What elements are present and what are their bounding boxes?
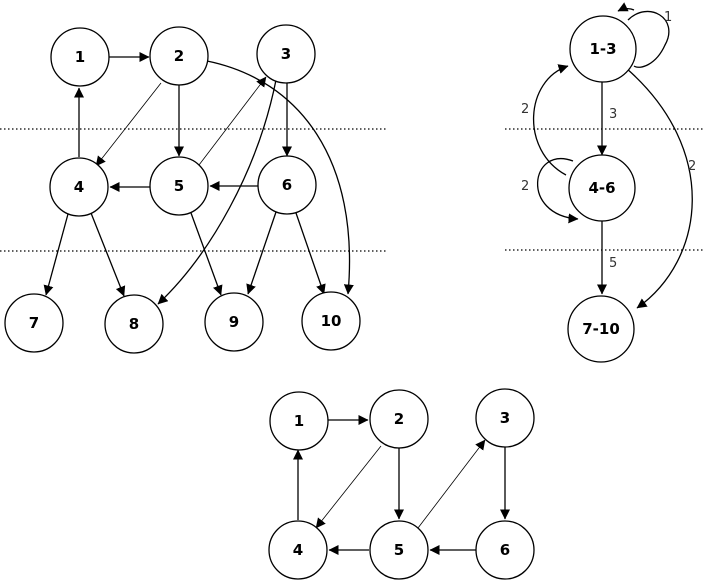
svg-text:1-3: 1-3 — [589, 40, 616, 58]
svg-text:10: 10 — [321, 312, 342, 330]
left-node-4: 4 — [49, 157, 109, 217]
right-node-1-3: 1-3 — [569, 15, 637, 83]
svg-text:6: 6 — [282, 176, 292, 194]
svg-text:2: 2 — [174, 47, 184, 65]
left-edge-2-4 — [95, 82, 162, 167]
right-node-4-6: 4-6 — [568, 154, 636, 222]
left-node-1: 1 — [50, 27, 110, 87]
left-node-8: 8 — [104, 294, 164, 354]
bottom-graph-nodes: 1 2 3 4 5 6 — [268, 388, 535, 580]
svg-text:8: 8 — [129, 315, 139, 333]
right-edge-label-4-6-to-7-10: 5 — [609, 256, 617, 271]
left-node-2: 2 — [149, 26, 209, 86]
svg-text:6: 6 — [500, 541, 510, 559]
bottom-node-5: 5 — [369, 520, 429, 580]
right-edge-1-3-to-7-10 — [625, 67, 693, 309]
left-edge-5-3 — [198, 76, 267, 166]
left-edge-6-9 — [246, 211, 277, 295]
right-graph-edge-labels: 1 3 2 2 2 5 — [521, 10, 696, 271]
left-edge-5-9 — [190, 212, 223, 296]
right-edge-label-1-3-to-7-10: 2 — [688, 159, 696, 174]
svg-text:5: 5 — [174, 177, 184, 195]
bottom-node-1: 1 — [269, 391, 329, 451]
right-edge-label-self-4-6: 2 — [521, 179, 529, 194]
svg-text:5: 5 — [394, 541, 404, 559]
svg-text:4-6: 4-6 — [588, 179, 615, 197]
left-graph-edges — [43, 52, 354, 305]
bottom-node-6: 6 — [475, 520, 535, 580]
left-graph-nodes: 1 2 3 4 5 6 7 8 9 10 — [4, 24, 361, 354]
right-edge-label-1-3-to-4-6: 3 — [609, 107, 617, 122]
svg-text:4: 4 — [293, 541, 303, 559]
bottom-node-2: 2 — [369, 389, 429, 449]
svg-text:1: 1 — [294, 412, 304, 430]
right-edge-4-6-self — [536, 158, 579, 224]
left-edge-4-8 — [90, 212, 126, 297]
svg-text:7-10: 7-10 — [582, 320, 620, 338]
left-edge-4-7 — [43, 213, 69, 296]
left-edge-2-10 — [206, 60, 354, 295]
bottom-graph-edges — [293, 415, 510, 555]
right-graph-nodes: 1-3 4-6 7-10 — [567, 15, 637, 363]
svg-text:7: 7 — [29, 314, 39, 332]
svg-text:2: 2 — [394, 410, 404, 428]
right-graph-edges — [532, 2, 693, 309]
svg-text:9: 9 — [229, 313, 239, 331]
left-node-10: 10 — [301, 291, 361, 351]
right-edge-1-3-self-head — [617, 2, 635, 12]
svg-text:3: 3 — [281, 45, 291, 63]
svg-text:4: 4 — [74, 178, 84, 196]
left-node-6: 6 — [257, 155, 317, 215]
right-edge-label-self-1-3: 1 — [664, 10, 672, 25]
bottom-node-3: 3 — [475, 388, 535, 448]
left-node-5: 5 — [149, 156, 209, 216]
bottom-node-4: 4 — [268, 520, 328, 580]
bottom-edge-2-4 — [315, 445, 382, 529]
right-node-7-10: 7-10 — [567, 295, 635, 363]
left-node-9: 9 — [204, 292, 264, 352]
svg-text:3: 3 — [500, 409, 510, 427]
left-node-3: 3 — [256, 24, 316, 84]
right-edge-label-4-6-to-1-3: 2 — [521, 102, 529, 117]
left-node-7: 7 — [4, 293, 64, 353]
bottom-edge-5-3 — [417, 439, 486, 529]
left-edge-6-10 — [295, 212, 326, 295]
right-edge-1-3-self — [627, 10, 670, 68]
right-edge-4-6-to-1-3 — [532, 64, 569, 176]
left-edge-3-8 — [157, 79, 277, 305]
svg-text:1: 1 — [75, 48, 85, 66]
